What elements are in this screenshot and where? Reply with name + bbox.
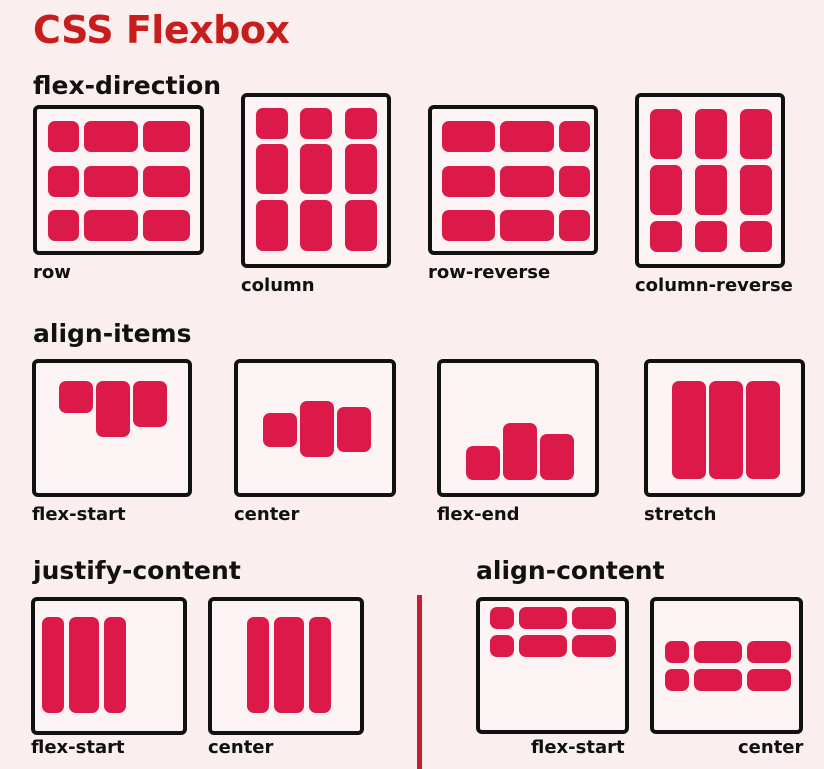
flex-item xyxy=(442,210,495,241)
flex-item xyxy=(345,144,377,194)
flex-item xyxy=(695,221,727,252)
caption-align-items-flex-end: flex-end xyxy=(437,504,520,525)
flex-item xyxy=(143,121,190,152)
flex-item xyxy=(740,109,772,159)
flex-item xyxy=(48,210,79,241)
section-title-align-items: align-items xyxy=(33,319,192,348)
section-divider xyxy=(417,595,422,769)
flex-item xyxy=(247,617,269,713)
flex-item xyxy=(519,607,567,629)
flex-item xyxy=(695,165,727,215)
flex-item xyxy=(84,210,138,241)
diagram-align-items-flex-end xyxy=(437,359,599,497)
flex-item xyxy=(559,210,590,241)
caption-justify-content-flex-start: flex-start xyxy=(31,737,125,758)
caption-align-content-flex-start: flex-start xyxy=(531,737,625,758)
diagram-justify-content-center xyxy=(208,597,364,735)
diagram-flex-direction-row-reverse xyxy=(428,105,598,255)
caption-align-items-stretch: stretch xyxy=(644,504,717,525)
flex-item xyxy=(665,669,689,691)
flex-item xyxy=(540,434,574,480)
flex-item xyxy=(309,617,331,713)
flex-item xyxy=(337,407,371,452)
flex-item xyxy=(650,221,682,252)
flex-item xyxy=(694,641,742,663)
flex-item xyxy=(104,617,126,713)
flex-item xyxy=(96,381,130,437)
flex-item xyxy=(143,210,190,241)
flex-item xyxy=(345,200,377,251)
flex-item xyxy=(519,635,567,657)
section-title-align-content: align-content xyxy=(476,556,665,585)
page-title: CSS Flexbox xyxy=(33,8,290,52)
flex-item xyxy=(274,617,304,713)
flex-item xyxy=(503,423,537,480)
flex-item xyxy=(59,381,93,413)
flex-item xyxy=(665,641,689,663)
caption-row-reverse: row-reverse xyxy=(428,262,551,283)
flex-item xyxy=(500,121,554,152)
flex-item xyxy=(345,108,377,139)
flex-item xyxy=(442,121,495,152)
section-title-justify-content: justify-content xyxy=(33,556,241,585)
flex-item xyxy=(572,607,616,629)
diagram-flex-direction-column-reverse xyxy=(635,93,785,268)
flex-item xyxy=(650,165,682,215)
section-title-flex-direction: flex-direction xyxy=(33,71,222,100)
flex-item xyxy=(48,121,79,152)
caption-column: column xyxy=(241,275,315,296)
caption-align-content-center: center xyxy=(738,737,804,758)
flex-item xyxy=(559,166,590,197)
flex-item xyxy=(84,121,138,152)
flex-item xyxy=(740,165,772,215)
flex-item xyxy=(48,166,79,197)
flex-item xyxy=(442,166,495,197)
caption-align-items-flex-start: flex-start xyxy=(32,504,126,525)
flex-item xyxy=(672,381,706,479)
diagram-align-content-center xyxy=(650,597,803,734)
flex-item xyxy=(300,108,332,139)
flex-item xyxy=(572,635,616,657)
caption-column-reverse: column-reverse xyxy=(635,275,793,296)
flex-item xyxy=(709,381,743,479)
diagram-flex-direction-row xyxy=(33,105,204,255)
caption-align-items-center: center xyxy=(234,504,300,525)
flex-item xyxy=(490,607,514,629)
flex-item xyxy=(747,669,791,691)
flex-item xyxy=(263,413,297,447)
flex-item xyxy=(695,109,727,159)
diagram-align-items-center xyxy=(234,359,396,497)
flex-item xyxy=(256,144,288,194)
flex-item xyxy=(747,641,791,663)
caption-justify-content-center: center xyxy=(208,737,274,758)
flex-item xyxy=(650,109,682,159)
flex-item xyxy=(300,200,332,251)
flex-item xyxy=(133,381,167,427)
flex-item xyxy=(84,166,138,197)
caption-row: row xyxy=(33,262,71,283)
flex-item xyxy=(256,200,288,251)
flex-item xyxy=(740,221,772,252)
flex-item xyxy=(500,166,554,197)
flex-item xyxy=(42,617,64,713)
flex-item xyxy=(694,669,742,691)
flex-item xyxy=(300,144,332,194)
diagram-justify-content-flex-start xyxy=(31,597,187,735)
flex-item xyxy=(500,210,554,241)
flex-item xyxy=(746,381,780,479)
flex-item xyxy=(559,121,590,152)
flex-item xyxy=(466,446,500,480)
flex-item xyxy=(143,166,190,197)
flex-item xyxy=(300,401,334,457)
flex-item xyxy=(69,617,99,713)
diagram-flex-direction-column xyxy=(241,93,391,268)
diagram-align-items-flex-start xyxy=(32,359,192,497)
flex-item xyxy=(490,635,514,657)
diagram-align-content-flex-start xyxy=(476,597,629,734)
flex-item xyxy=(256,108,288,139)
diagram-align-items-stretch xyxy=(644,359,805,497)
